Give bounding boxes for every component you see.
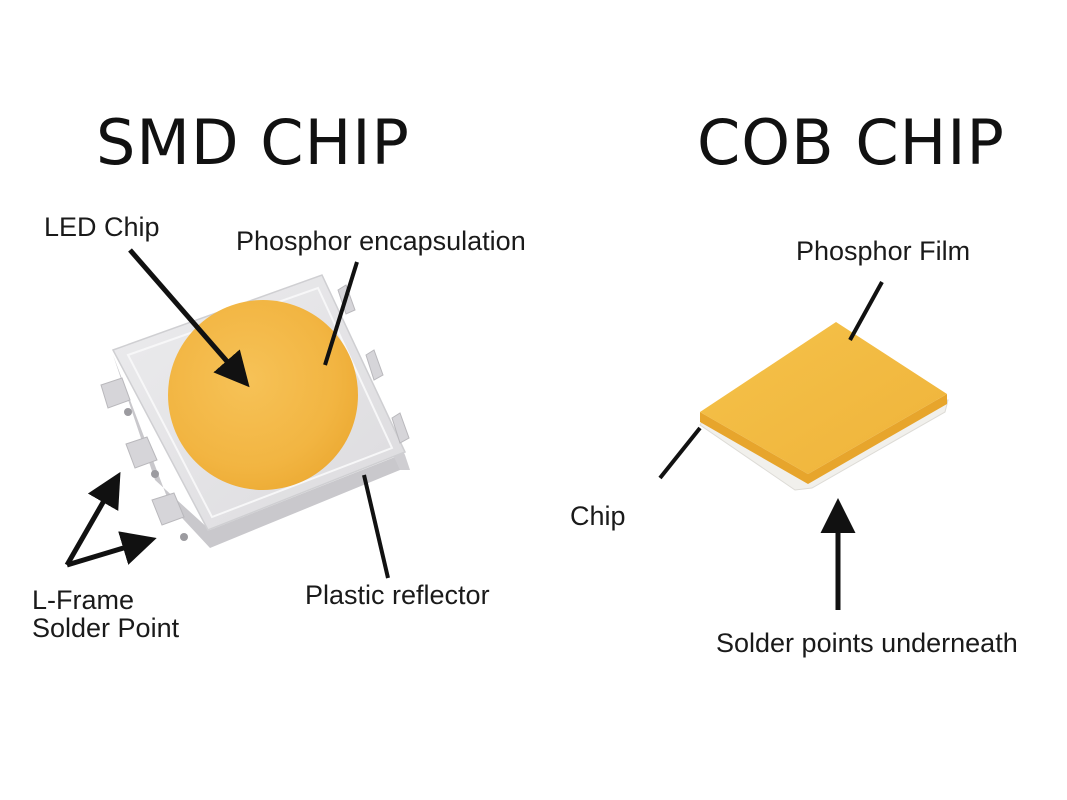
smd-led-package <box>100 274 410 548</box>
label-l-frame-line1: L-Frame <box>32 585 135 615</box>
cob-chip <box>699 322 949 491</box>
plastic-reflector-leader <box>362 474 390 579</box>
label-l-frame-solder-point: L-Frame Solder Point <box>32 586 179 642</box>
label-led-chip: LED Chip <box>44 212 160 242</box>
label-phosphor-encapsulation: Phosphor encapsulation <box>236 226 526 256</box>
label-chip: Chip <box>570 501 626 531</box>
cob-film-edge <box>700 394 947 484</box>
label-l-frame-line2: Solder Point <box>32 613 180 643</box>
label-solder-points-underneath: Solder points underneath <box>716 628 1018 658</box>
cob-phosphor-film <box>700 322 947 474</box>
chip-leader <box>658 426 702 480</box>
cob-chip-title: COB CHIP <box>697 106 1005 179</box>
l-frame-arrow-upper <box>64 471 121 567</box>
phosphor-film-leader <box>848 281 884 341</box>
led-chip-arrow <box>128 248 250 388</box>
phosphor-encapsulation-leader <box>323 261 359 366</box>
l-frame-arrow-lower <box>66 531 157 568</box>
smd-chip-title: SMD CHIP <box>96 106 410 179</box>
smd-solder-tabs-left <box>100 377 188 541</box>
label-plastic-reflector: Plastic reflector <box>305 580 490 610</box>
label-phosphor-film: Phosphor Film <box>796 236 971 266</box>
